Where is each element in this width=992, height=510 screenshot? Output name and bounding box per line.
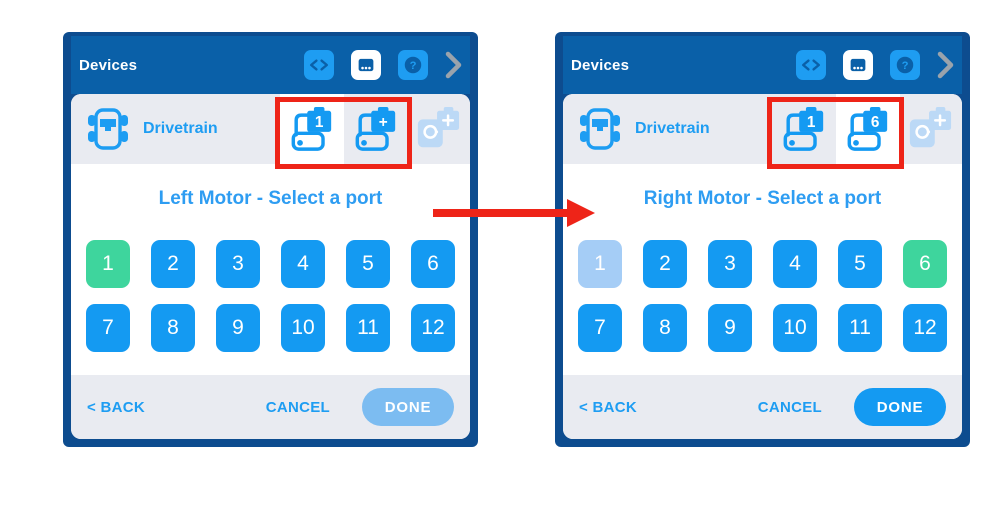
port-button-2[interactable]: 2 xyxy=(643,240,687,288)
motor-slot-pair: 1 6 xyxy=(767,94,904,169)
port-button-7[interactable]: 7 xyxy=(578,304,622,352)
port-button-8[interactable]: 8 xyxy=(151,304,195,352)
done-button[interactable]: DONE xyxy=(854,388,946,426)
port-button-8[interactable]: 8 xyxy=(643,304,687,352)
transition-arrow-head xyxy=(567,199,595,227)
help-icon[interactable]: ? xyxy=(398,50,428,80)
port-button-12[interactable]: 12 xyxy=(903,304,947,352)
motor-1-slot[interactable]: 1 xyxy=(772,94,836,164)
device-config-panel-right: Devices ? xyxy=(555,32,970,447)
device-card: Drivetrain 1 xyxy=(563,94,962,439)
svg-text:?: ? xyxy=(410,60,417,72)
port-button-12[interactable]: 12 xyxy=(411,304,455,352)
port-button-11[interactable]: 11 xyxy=(838,304,882,352)
port-button-4[interactable]: 4 xyxy=(281,240,325,288)
port-button-2[interactable]: 2 xyxy=(151,240,195,288)
code-icon[interactable] xyxy=(796,50,826,80)
port-button-7[interactable]: 7 xyxy=(86,304,130,352)
port-button-6[interactable]: 6 xyxy=(903,240,947,288)
motor-add-icon: + xyxy=(355,106,396,151)
port-button-11[interactable]: 11 xyxy=(346,304,390,352)
motor-2-slot[interactable]: + xyxy=(344,94,408,164)
svg-text:?: ? xyxy=(902,60,909,72)
port-select-heading: Left Motor - Select a port xyxy=(158,188,383,209)
devices-header: Devices ? xyxy=(563,36,962,94)
motor-icon: 1 xyxy=(783,106,824,151)
port-button-5[interactable]: 5 xyxy=(838,240,882,288)
motor-icon: 1 xyxy=(291,106,332,151)
motor-slots: 1 + xyxy=(275,94,470,169)
cancel-button[interactable]: CANCEL xyxy=(757,398,822,416)
motor-slots: 1 6 xyxy=(767,94,962,169)
page-title: Devices xyxy=(571,56,630,74)
drivetrain-label: Drivetrain xyxy=(143,120,218,137)
svg-text:1: 1 xyxy=(315,114,324,131)
drivetrain-label: Drivetrain xyxy=(635,120,710,137)
port-button-6[interactable]: 6 xyxy=(411,240,455,288)
chevron-right-icon[interactable] xyxy=(442,49,464,81)
port-button-3[interactable]: 3 xyxy=(216,240,260,288)
port-button-5[interactable]: 5 xyxy=(346,240,390,288)
motor-slot-pair: 1 + xyxy=(275,94,412,169)
back-button[interactable]: < BACK xyxy=(87,398,146,416)
dialog-footer: < BACK CANCEL DONE xyxy=(71,375,470,439)
port-button-9[interactable]: 9 xyxy=(708,304,752,352)
page-title: Devices xyxy=(79,56,138,74)
gyro-add-icon[interactable] xyxy=(408,94,468,164)
drivetrain-toolbar: Drivetrain 1 xyxy=(563,94,962,169)
device-config-panel-left: Devices ? xyxy=(63,32,478,447)
port-button-3[interactable]: 3 xyxy=(708,240,752,288)
port-button-1[interactable]: 1 xyxy=(578,240,622,288)
drivetrain-icon xyxy=(577,106,623,152)
svg-text:1: 1 xyxy=(807,114,816,131)
back-button[interactable]: < BACK xyxy=(579,398,638,416)
port-button-10[interactable]: 10 xyxy=(773,304,817,352)
brain-port-icon[interactable] xyxy=(351,50,381,80)
port-select-heading: Right Motor - Select a port xyxy=(643,188,882,209)
chevron-right-icon[interactable] xyxy=(934,49,956,81)
cancel-button[interactable]: CANCEL xyxy=(265,398,330,416)
device-card: Drivetrain 1 xyxy=(71,94,470,439)
devices-header: Devices ? xyxy=(71,36,470,94)
motor-2-slot[interactable]: 6 xyxy=(836,94,900,164)
port-button-1[interactable]: 1 xyxy=(86,240,130,288)
help-icon[interactable]: ? xyxy=(890,50,920,80)
port-button-9[interactable]: 9 xyxy=(216,304,260,352)
drivetrain-toolbar: Drivetrain 1 xyxy=(71,94,470,169)
svg-text:+: + xyxy=(379,114,388,131)
gyro-add-icon[interactable] xyxy=(900,94,960,164)
motor-icon: 6 xyxy=(847,106,888,151)
brain-port-icon[interactable] xyxy=(843,50,873,80)
drivetrain-icon xyxy=(85,106,131,152)
transition-arrow xyxy=(433,209,573,217)
port-button-10[interactable]: 10 xyxy=(281,304,325,352)
port-button-4[interactable]: 4 xyxy=(773,240,817,288)
motor-1-slot[interactable]: 1 xyxy=(280,94,344,164)
code-icon[interactable] xyxy=(304,50,334,80)
svg-text:6: 6 xyxy=(871,114,880,131)
dialog-footer: < BACK CANCEL DONE xyxy=(563,375,962,439)
done-button[interactable]: DONE xyxy=(362,388,454,426)
